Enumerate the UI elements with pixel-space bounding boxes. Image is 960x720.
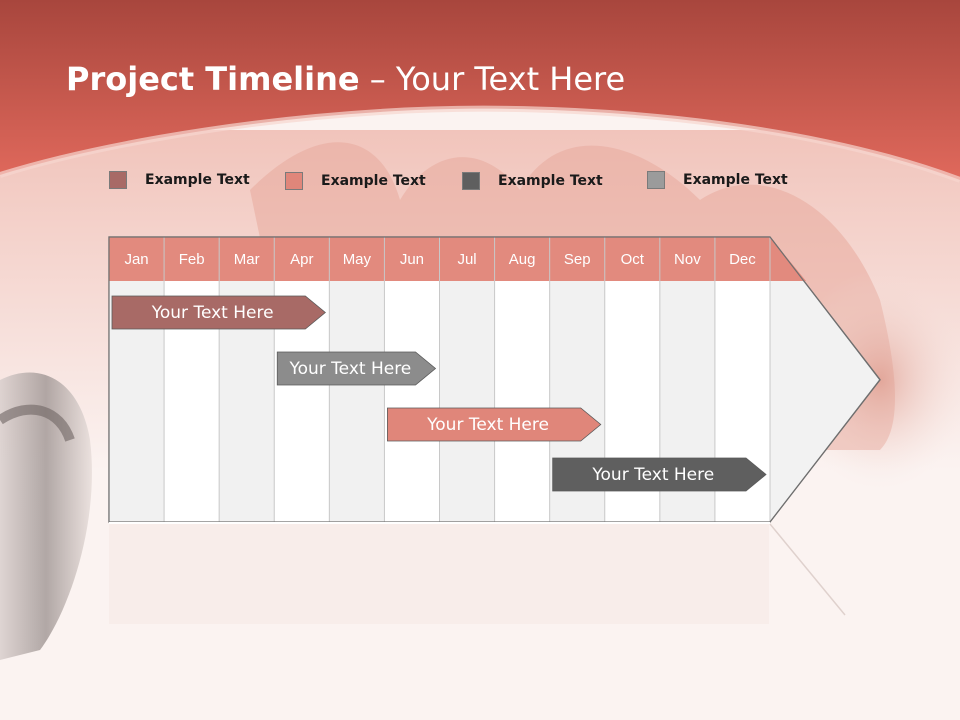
header-band (0, 0, 960, 180)
legend-item-2: Example Text (285, 172, 426, 190)
legend-swatch-3 (462, 172, 480, 190)
month-label-feb: Feb (178, 250, 205, 268)
task-bar-4 (552, 457, 767, 492)
month-label-oct: Oct (620, 250, 644, 268)
month-column (329, 281, 385, 522)
legend-swatch-1 (109, 171, 127, 189)
legend-label-3: Example Text (498, 173, 603, 189)
timeline-arrow-outline (108, 236, 881, 523)
lipstick-tube-decoration (0, 372, 92, 660)
task-bar-label-3: Your Text Here (427, 414, 549, 435)
month-label-nov: Nov (674, 250, 701, 268)
month-label-jun: Jun (399, 250, 425, 268)
task-bar-1 (111, 295, 326, 330)
title-rest: – Your Text Here (359, 60, 626, 98)
month-label-aug: Aug (508, 250, 536, 268)
legend-label-4: Example Text (683, 172, 788, 188)
page-title: Project Timeline – Your Text Here (66, 60, 625, 98)
title-bold: Project Timeline (66, 60, 360, 98)
month-label-may: May (342, 250, 372, 268)
month-label-apr: Apr (290, 250, 314, 268)
legend-item-4: Example Text (647, 171, 788, 189)
month-header-band (109, 237, 806, 281)
month-label-dec: Dec (729, 250, 756, 268)
task-bar-label-1: Your Text Here (151, 302, 274, 323)
legend-label-2: Example Text (321, 173, 426, 189)
month-label-jul: Jul (457, 250, 477, 268)
legend-item-1: Example Text (109, 171, 250, 189)
task-bar-label-4: Your Text Here (592, 464, 715, 485)
legend-item-3: Example Text (462, 172, 603, 190)
month-label-mar: Mar (233, 250, 260, 268)
task-bar-label-2: Your Text Here (289, 358, 412, 379)
legend-swatch-4 (647, 171, 665, 189)
month-column (494, 281, 550, 522)
month-column (384, 281, 440, 522)
month-label-jan: Jan (124, 250, 149, 268)
task-bar-3 (387, 407, 602, 442)
task-bar-2 (276, 351, 437, 386)
legend-label-1: Example Text (145, 172, 250, 188)
month-column (439, 281, 495, 522)
legend-swatch-2 (285, 172, 303, 190)
month-label-sep: Sep (563, 250, 591, 268)
